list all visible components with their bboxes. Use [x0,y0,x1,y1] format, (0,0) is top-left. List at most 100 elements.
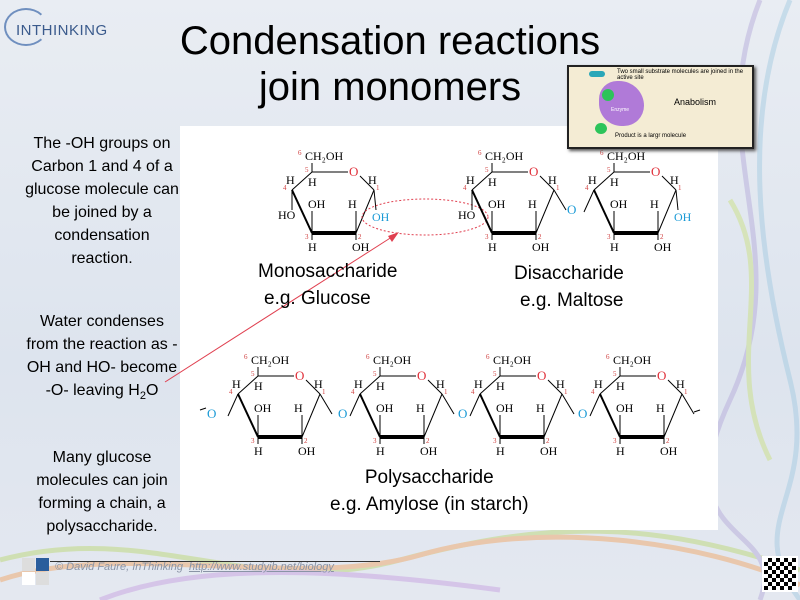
bond [593,189,615,234]
bond [227,393,239,417]
bond [423,393,443,438]
footer-link[interactable]: http://www.studyib.net/biology [188,561,334,573]
atom-label: OH [420,444,438,458]
carbon-number: 6 [606,353,610,361]
carbon-number: 3 [607,233,611,241]
atom-label: H [314,377,323,391]
carbon-number: 1 [444,388,448,396]
glycosidic-oxygen: O [458,406,467,421]
atom-label: OH [654,240,672,254]
atom-label: H [488,240,497,254]
carbon-number: 2 [660,233,664,241]
carbon-number: 3 [613,437,617,445]
ring-oxygen: O [529,164,538,179]
bond [583,189,595,213]
atom-label: OH [376,401,394,415]
carbon-number: 4 [283,184,287,192]
bond [675,189,679,211]
bond [349,393,361,417]
carbon-number: 2 [304,437,308,445]
footer-square [36,572,49,585]
text-oh-groups: The -OH groups on Carbon 1 and 4 of a gl… [25,135,179,267]
arrow-head [388,232,399,242]
carbon-number: 3 [485,233,489,241]
bond [681,393,695,415]
ring-oxygen: O [657,368,666,383]
bond [657,189,677,234]
qr-code[interactable] [762,556,798,592]
carbon-number: 5 [251,370,255,378]
carbon-number: 5 [485,166,489,174]
bond [553,189,567,211]
atom-label: OH [540,444,558,458]
atom-label: H [354,377,363,391]
title-line-2: join monomers [258,65,522,109]
substrate-shape [589,71,605,77]
carbon-number: 4 [591,388,595,396]
glycosidic-oxygen: O [567,202,576,217]
text-many-glucose: Many glucose molecules can join forming … [36,449,168,535]
enzyme-shape [599,81,644,126]
footer-line [50,561,380,562]
chain-end [199,407,207,411]
bond [305,379,321,395]
atom-label: H [588,173,597,187]
carbon-number: 4 [351,388,355,396]
carbon-number: 1 [322,388,326,396]
carbon-number: 6 [366,353,370,361]
text-water-condenses: Water condenses from the reaction as -OH… [26,313,178,403]
bond [355,189,375,234]
atom-label: OH [352,240,370,254]
bond [593,171,615,191]
glycosidic-oxygen: O [338,406,347,421]
bond [561,393,575,415]
inset-top-text: Two small substrate molecules are joined… [617,69,744,81]
carbon-number: 4 [229,388,233,396]
atom-label: H [650,197,659,211]
carbon-number: 6 [244,353,248,361]
ring-oxygen: O [417,368,426,383]
bond [319,393,333,415]
ring-oxygen: O [295,368,304,383]
footer-square [22,572,35,585]
atom-label: H [496,379,505,393]
ch2oh-label: CH₂OH [485,149,524,163]
atom-label: OH [254,401,272,415]
inset-bottom-text: Product is a largr molecule [615,133,687,139]
carbon-number: 2 [426,437,430,445]
bond [661,175,677,191]
carbon-number: 5 [373,370,377,378]
glycosidic-oxygen: O [207,406,216,421]
atom-label: H [656,401,665,415]
atom-label: H [286,173,295,187]
product-shape [595,123,607,134]
bond [599,393,621,438]
atom-label: H [376,444,385,458]
bond [589,393,601,417]
bond [539,175,555,191]
atom-label: H [376,379,385,393]
footer-square [22,558,35,571]
atom-label: OH [660,444,678,458]
atom-label: H [616,444,625,458]
carbon-number: 1 [678,184,682,192]
ch2oh-label: CH₂OH [251,353,290,367]
atom-label: H [436,377,445,391]
atom-label: OH [616,401,634,415]
carbon-number: 3 [493,437,497,445]
ch2oh-label: CH₂OH [607,149,646,163]
atom-label: H [254,444,263,458]
bond [599,375,621,395]
bond [237,393,259,438]
ring-oxygen: O [537,368,546,383]
atom-label: H [676,377,685,391]
ch2oh-label: CH₂OH [373,353,412,367]
atom-label: H [308,240,317,254]
bond [291,171,313,191]
bond [471,171,493,191]
